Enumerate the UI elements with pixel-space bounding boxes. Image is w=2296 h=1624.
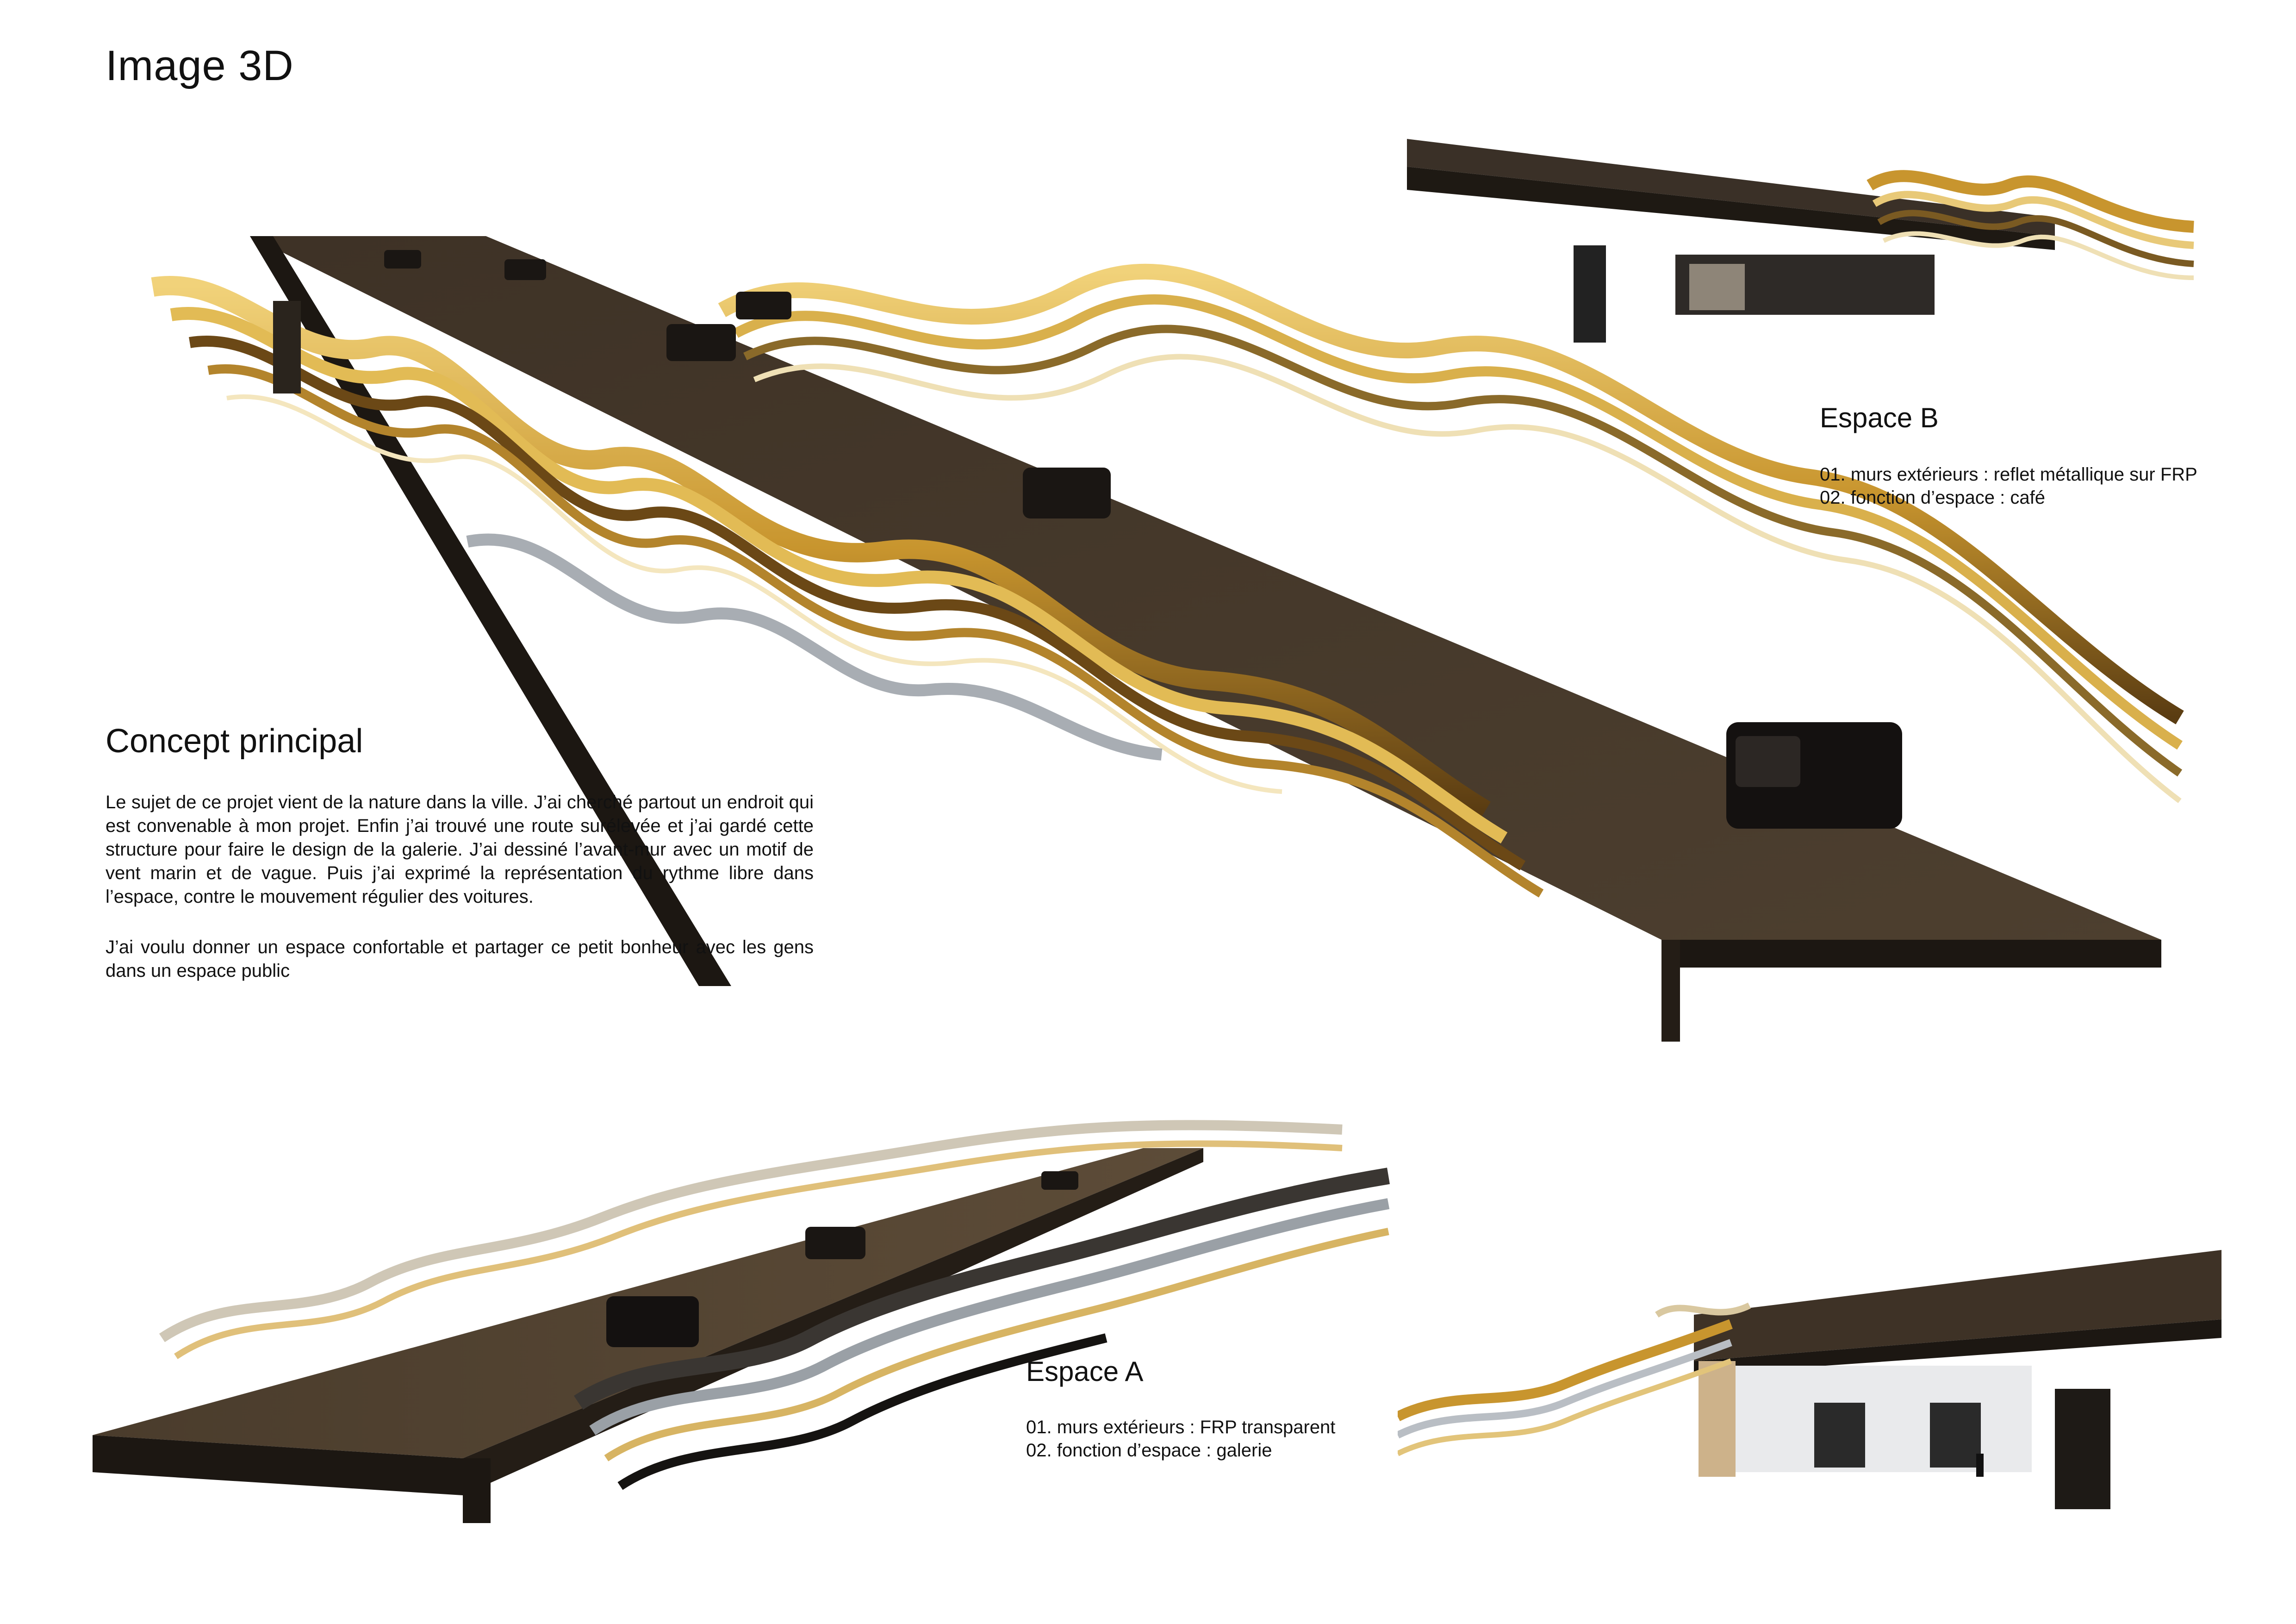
concept-title: Concept principal bbox=[106, 723, 363, 760]
espace-a-title: Espace A bbox=[1026, 1356, 1144, 1387]
render-espace-a-aerial bbox=[93, 1079, 1435, 1551]
render-main-aerial bbox=[97, 218, 2208, 1042]
concept-text: Le sujet de ce projet vient de la nature… bbox=[106, 791, 814, 1010]
page-title: Image 3D bbox=[106, 42, 294, 89]
espace-b-title: Espace B bbox=[1820, 402, 1939, 433]
espace-b-item-function: 02. fonction d’espace : café bbox=[1820, 487, 2045, 508]
espace-b-item-walls: 01. murs extérieurs : reflet métallique … bbox=[1820, 464, 2197, 485]
concept-paragraph-1: Le sujet de ce projet vient de la nature… bbox=[106, 792, 814, 907]
espace-a-item-walls: 01. murs extérieurs : FRP transparent bbox=[1026, 1417, 1336, 1437]
espace-a-item-function: 02. fonction d’espace : galerie bbox=[1026, 1440, 1272, 1461]
render-espace-b bbox=[1407, 139, 2221, 352]
espace-a-list: 01. murs extérieurs : FRP transparent 02… bbox=[1026, 1416, 1335, 1462]
espace-b-list: 01. murs extérieurs : reflet métallique … bbox=[1820, 463, 2197, 509]
render-espace-a-gallery bbox=[1398, 1250, 2221, 1509]
concept-paragraph-2: J’ai voulu donner un espace confortable … bbox=[106, 937, 814, 981]
